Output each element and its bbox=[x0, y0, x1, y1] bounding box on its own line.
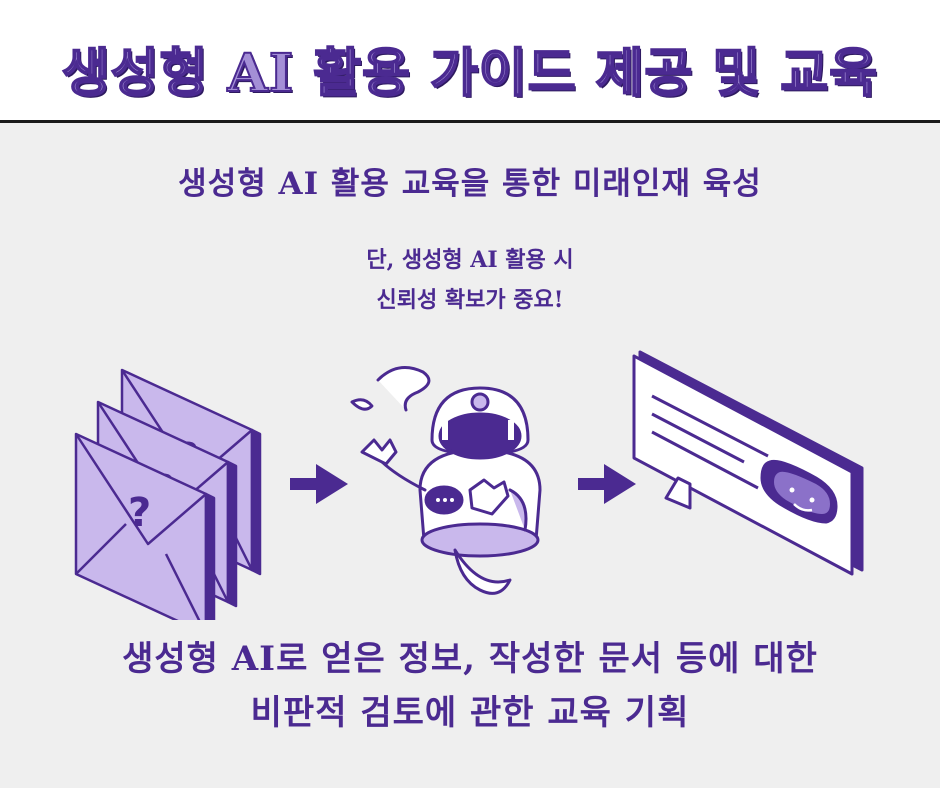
svg-text:?: ? bbox=[128, 490, 151, 536]
footer-line-2: 비판적 검토에 관한 교육 기획 bbox=[250, 693, 690, 733]
right-arrow-icon bbox=[578, 464, 636, 504]
page-title: 생성형 AI 활용 가이드 제공 및 교육 bbox=[61, 43, 879, 105]
title-divider bbox=[0, 120, 940, 123]
footer-text: 생성형 AI로 얻은 정보, 작성한 문서 등에 대한 비판적 검토에 관한 교… bbox=[0, 632, 940, 740]
title-band bbox=[0, 0, 940, 120]
footer-line-1: 생성형 AI로 얻은 정보, 작성한 문서 등에 대한 bbox=[122, 639, 818, 679]
right-arrow-icon bbox=[290, 464, 348, 504]
note-line-2: 신뢰성 확보가 중요! bbox=[376, 287, 564, 313]
process-illustration: ? ? ? bbox=[74, 350, 864, 620]
note-line-1: 단, 생성형 AI 활용 시 bbox=[366, 247, 574, 273]
trust-note: 단, 생성형 AI 활용 시 신뢰성 확보가 중요! bbox=[0, 240, 940, 320]
chat-bubble-icon bbox=[632, 350, 864, 576]
confused-robot-icon bbox=[350, 366, 542, 595]
subtitle: 생성형 AI 활용 교육을 통한 미래인재 육성 bbox=[178, 166, 762, 202]
question-envelopes-icon: ? ? ? bbox=[74, 368, 262, 620]
